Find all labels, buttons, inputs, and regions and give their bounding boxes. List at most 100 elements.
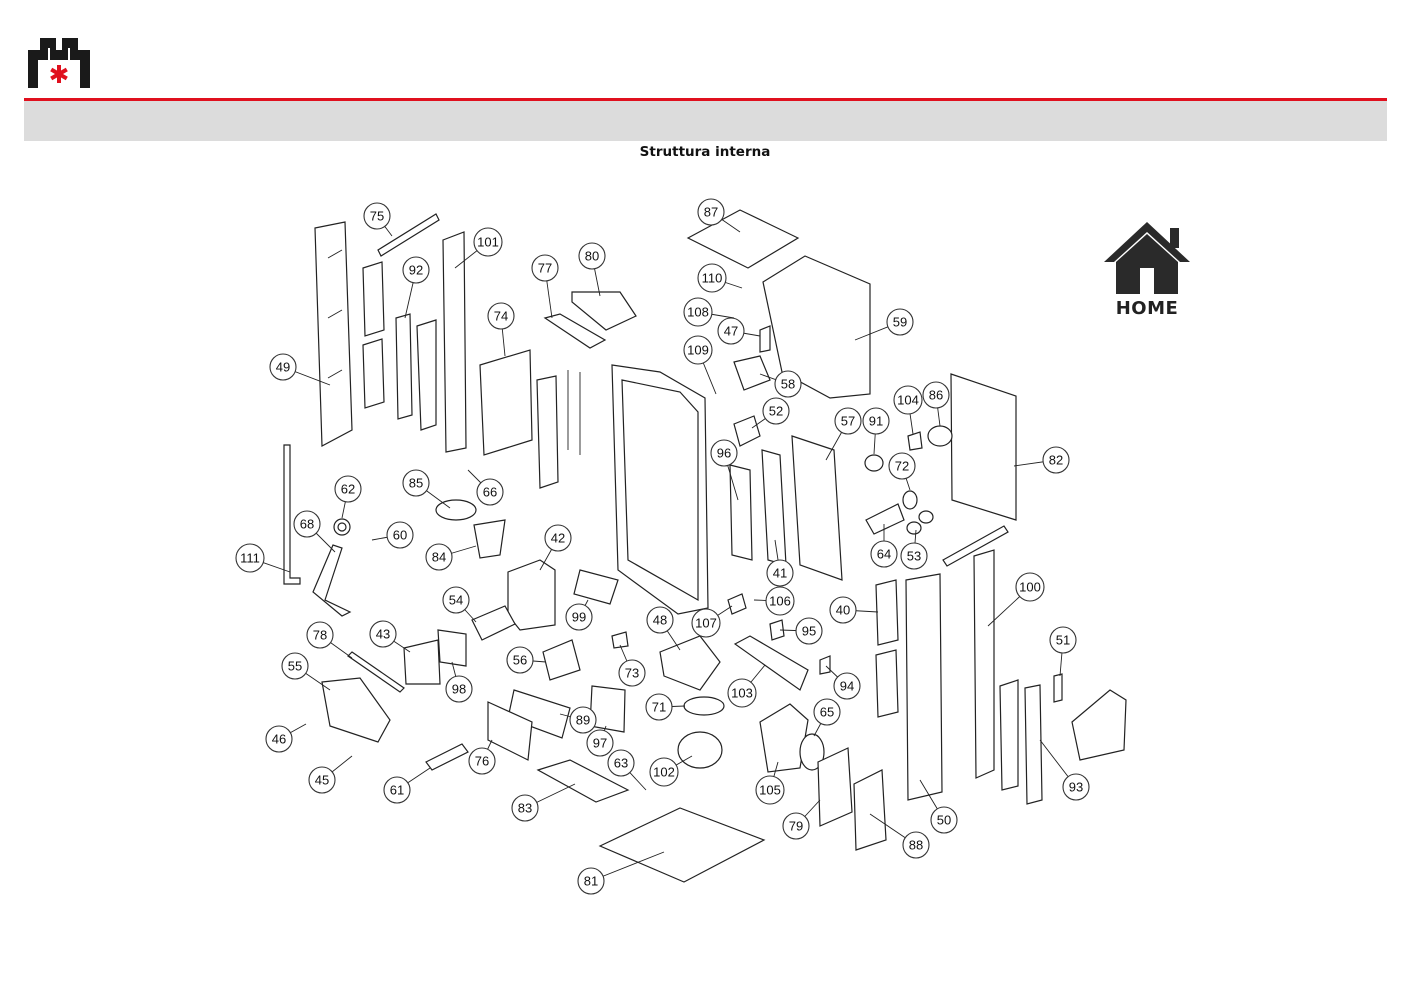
callout-41: 41 (766, 539, 794, 587)
part-number: 100 (1019, 580, 1041, 595)
callout-circle (1049, 626, 1077, 654)
callout-110: 110 (697, 263, 743, 293)
callout-circle (727, 678, 757, 708)
callout-circle (618, 659, 646, 687)
callout-circle (578, 242, 606, 270)
part-number: 80 (585, 249, 599, 264)
callout-55: 55 (281, 652, 331, 691)
callout-74: 74 (487, 302, 515, 357)
part-number: 86 (929, 388, 943, 403)
part-number: 47 (724, 324, 738, 339)
callout-48: 48 (646, 606, 681, 651)
callout-circle (425, 543, 453, 571)
callout-92: 92 (402, 256, 430, 319)
part-number: 91 (869, 414, 883, 429)
callout-circle (782, 812, 810, 840)
callout-circle (369, 620, 397, 648)
callout-circle (1015, 572, 1045, 602)
callout-circle (900, 542, 928, 570)
callout-50: 50 (919, 779, 958, 834)
callout-54: 54 (442, 586, 477, 623)
part-number: 103 (731, 686, 753, 701)
callout-circle (649, 757, 679, 787)
part-number: 83 (518, 801, 532, 816)
callout-circle (646, 606, 674, 634)
callout-circle (683, 297, 713, 327)
callout-98: 98 (445, 661, 473, 703)
callout-103: 103 (727, 664, 766, 708)
callout-52: 52 (751, 397, 790, 429)
home-label: HOME (1115, 298, 1179, 319)
part-number: 89 (576, 713, 590, 728)
callout-94: 94 (825, 665, 861, 700)
callout-circle (402, 469, 430, 497)
callout-84: 84 (425, 543, 477, 571)
callout-73: 73 (618, 644, 646, 687)
part-number: 79 (789, 819, 803, 834)
callout-circle (813, 698, 841, 726)
callout-circle (888, 452, 916, 480)
part-number: 107 (695, 616, 717, 631)
part-number: 106 (769, 594, 791, 609)
callout-43: 43 (369, 620, 411, 653)
part-number: 52 (769, 404, 783, 419)
part-number: 92 (409, 263, 423, 278)
part-number: 46 (272, 732, 286, 747)
callout-62: 62 (334, 475, 362, 519)
callout-circle (683, 335, 713, 365)
part-number: 74 (494, 309, 508, 324)
callout-78: 78 (306, 621, 353, 659)
part-number: 50 (937, 813, 951, 828)
callout-circle (468, 747, 496, 775)
part-number: 101 (477, 235, 499, 250)
callout-93: 93 (1039, 739, 1090, 801)
callout-88: 88 (869, 813, 930, 859)
callout-circle (1042, 446, 1070, 474)
callout-circle (697, 263, 727, 293)
part-number: 85 (409, 476, 423, 491)
brand-logo (28, 38, 90, 88)
part-number: 77 (538, 261, 552, 276)
header-bar (24, 101, 1387, 141)
callout-102: 102 (649, 755, 693, 787)
header-divider (24, 98, 1387, 101)
part-number: 94 (840, 679, 854, 694)
callout-108: 108 (683, 297, 735, 327)
part-number: 57 (841, 414, 855, 429)
callout-75: 75 (363, 202, 393, 237)
callout-56: 56 (506, 646, 547, 674)
home-button[interactable]: HOME (1100, 218, 1194, 323)
part-number: 49 (276, 360, 290, 375)
callout-circle (531, 254, 559, 282)
callout-circle (586, 729, 614, 757)
callout-circle (235, 543, 265, 573)
callout-circle (306, 621, 334, 649)
part-number: 56 (513, 653, 527, 668)
part-number: 48 (653, 613, 667, 628)
callout-106: 106 (753, 586, 795, 616)
asterisk-icon (50, 65, 68, 83)
callout-107: 107 (691, 605, 733, 638)
part-number: 51 (1056, 633, 1070, 648)
callout-76: 76 (468, 739, 496, 775)
callout-circle (308, 766, 336, 794)
callout-96: 96 (710, 439, 739, 501)
callout-68: 68 (293, 510, 336, 553)
part-number: 65 (820, 705, 834, 720)
callout-79: 79 (782, 799, 821, 840)
callout-circle (765, 586, 795, 616)
callout-60: 60 (371, 521, 414, 549)
part-number: 73 (625, 666, 639, 681)
part-number: 95 (802, 624, 816, 639)
callout-circle (1062, 773, 1090, 801)
callout-circle (902, 831, 930, 859)
part-number: 75 (370, 209, 384, 224)
callout-circle (762, 397, 790, 425)
callout-circle (697, 198, 725, 226)
callout-circle (774, 370, 802, 398)
callout-circle (445, 675, 473, 703)
callout-circle (476, 478, 504, 506)
callout-99: 99 (565, 599, 593, 631)
callout-83: 83 (511, 783, 576, 822)
part-number: 62 (341, 482, 355, 497)
